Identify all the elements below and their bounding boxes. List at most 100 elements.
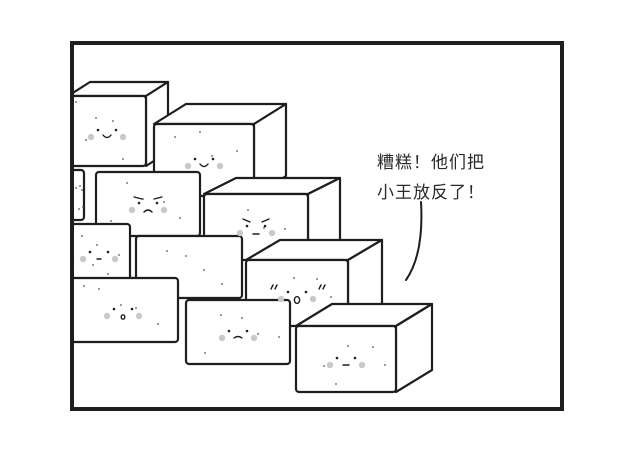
blush-right <box>358 361 366 369</box>
speech-line-1: 糟糕！他们把 <box>377 153 485 173</box>
speech-text: 糟糕！他们把 小王放反了！ <box>377 148 517 208</box>
blush-right <box>309 295 317 303</box>
blush-left <box>326 361 334 369</box>
brick-speckle <box>98 288 100 290</box>
eye-right <box>211 157 215 161</box>
brick <box>74 222 132 284</box>
blush-left <box>87 133 95 141</box>
eye-left <box>193 157 197 161</box>
brick-speckle <box>110 220 112 222</box>
shock-marks-right <box>318 284 326 290</box>
brick-speckle <box>82 206 84 208</box>
brick-speckle <box>221 283 223 285</box>
brick-speckle <box>330 296 332 298</box>
brick-speckle <box>335 383 337 385</box>
brick-speckle <box>118 254 120 256</box>
eye-left <box>112 307 116 311</box>
brick-speckle <box>122 158 124 160</box>
eye-right <box>130 307 134 311</box>
brick-speckle <box>179 217 181 219</box>
brick-speckle <box>95 117 97 119</box>
eye-left <box>286 290 290 294</box>
blush-right <box>135 312 143 320</box>
brick-speckle <box>323 365 325 367</box>
blush-right <box>111 255 119 263</box>
blush-left <box>128 206 136 214</box>
brick-speckle <box>247 209 249 211</box>
brick-speckle <box>112 120 114 122</box>
speech-tail <box>405 201 423 281</box>
eye-left <box>245 224 249 228</box>
brick-speckle <box>384 364 386 366</box>
brick <box>184 298 292 366</box>
brick-speckle <box>174 136 176 138</box>
brick-speckle <box>185 255 187 257</box>
brick-speckle <box>92 264 94 266</box>
brick-speckle <box>199 131 201 133</box>
brick-speckle <box>257 333 259 335</box>
brick-speckle <box>135 307 137 309</box>
brick-speckle <box>83 285 85 287</box>
mouth-open <box>293 295 301 305</box>
brick-speckle <box>78 208 80 210</box>
eye-right <box>155 201 159 205</box>
brick <box>74 276 180 344</box>
comic-panel: 糟糕！他们把 小王放反了！ <box>70 41 564 411</box>
brick-speckle <box>107 273 109 275</box>
brick-speckle <box>75 101 77 103</box>
brick-speckle <box>372 346 374 348</box>
mouth-smile <box>199 163 209 168</box>
brow-left <box>133 196 143 200</box>
brow-right <box>153 196 163 200</box>
brick-speckle <box>142 198 144 200</box>
brick-speckle <box>211 155 213 157</box>
blush-left <box>236 229 244 237</box>
blush-left <box>184 162 192 170</box>
eye-right <box>106 250 110 254</box>
mouth-pout <box>233 335 243 339</box>
eye-left <box>96 128 100 132</box>
blush-right <box>250 334 258 342</box>
speech-line-2: 小王放反了！ <box>377 183 485 203</box>
eye-left <box>335 356 339 360</box>
brow-left <box>242 218 251 223</box>
mouth-smile <box>102 134 112 139</box>
brick-speckle <box>79 185 81 187</box>
eye-right <box>245 329 249 333</box>
brick-speckle <box>85 139 87 141</box>
blush-left <box>218 334 226 342</box>
brick-speckle <box>236 150 238 152</box>
brick-speckle <box>163 201 165 203</box>
brick-speckle <box>284 228 286 230</box>
brick <box>74 168 86 222</box>
brick-speckle <box>96 244 98 246</box>
mouth-frown <box>143 209 153 213</box>
brick-speckle <box>220 314 222 316</box>
brick-speckle <box>157 323 159 325</box>
blush-left <box>79 255 87 263</box>
brick-speckle <box>241 317 243 319</box>
brick-speckle <box>203 269 205 271</box>
brick-speckle <box>278 336 280 338</box>
brick-speckle <box>316 278 318 280</box>
brick-speckle <box>120 304 122 306</box>
brick-speckle <box>293 277 295 279</box>
eye-right <box>114 128 118 132</box>
shock-marks-left <box>270 284 278 290</box>
blush-right <box>160 206 168 214</box>
brick <box>294 324 398 394</box>
eye-left <box>137 201 141 205</box>
brick-speckle <box>126 182 128 184</box>
brick-speckle <box>81 235 83 237</box>
blush-right <box>119 133 127 141</box>
blush-left <box>103 312 111 320</box>
brow-right <box>261 218 270 223</box>
eye-right <box>304 290 308 294</box>
mouth-o <box>120 314 126 320</box>
eye-right <box>353 356 357 360</box>
brick-speckle <box>81 189 83 191</box>
brick-speckle <box>204 352 206 354</box>
brick-speckle <box>75 187 77 189</box>
blush-right <box>268 229 276 237</box>
